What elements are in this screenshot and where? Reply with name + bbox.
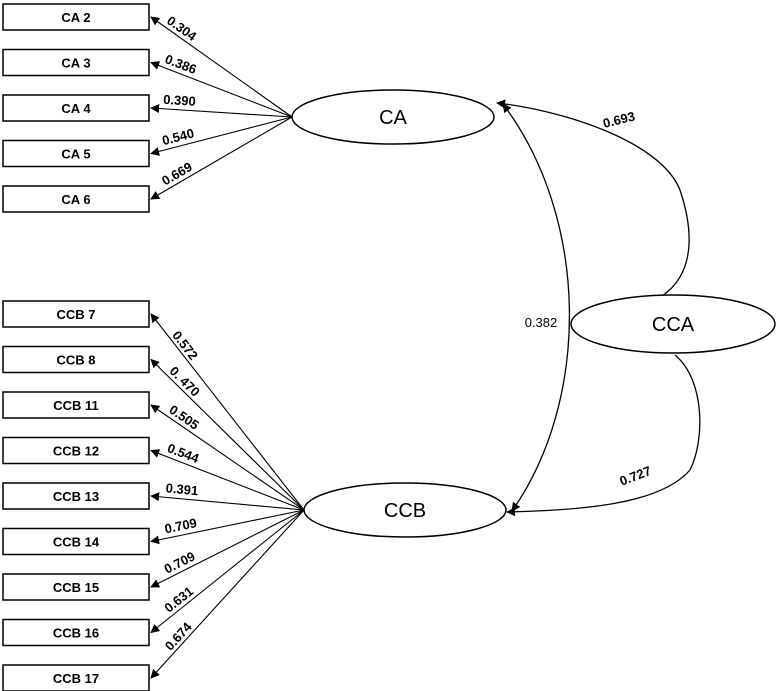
ccb-indicator-box [2,664,150,691]
ccb-indicator-box [2,618,150,647]
latent-ca-label: CA [379,107,407,129]
ccb-indicator-label: CCB 16 [53,626,99,641]
ca-indicator-label: CA 6 [61,192,90,207]
ccb-indicator-box [2,436,150,465]
ccb-indicator-box [2,391,150,419]
ca-indicator-box [2,48,150,77]
ca-indicator-box [2,94,150,122]
ca-loading-value: 0.540 [160,126,195,149]
ccb-loading-arrow [150,509,305,545]
path-coef-cca-ccb: 0.727 [618,463,654,489]
ccb-indicator-box [2,527,150,556]
ccb-loading-arrow [150,492,305,511]
ccb-loading-value: 0.544 [165,440,201,466]
corr-coef-ca-ccb: 0.382 [525,315,558,330]
ccb-indicator-label: CCB 14 [53,535,100,550]
ca-indicator-label: CA 3 [61,56,90,71]
ca-indicator: CA 3 0.386 [2,48,293,118]
ca-loading-arrow [150,104,293,118]
ccb-indicator-label: CCB 17 [53,671,99,686]
ccb-indicator-box [2,573,150,601]
ccb-loading-arrow [150,449,305,511]
latent-cca-ellipse [570,294,776,354]
ccb-indicator-label: CCB 7 [56,307,95,322]
path-cca-to-ca [496,99,690,297]
path-cca-to-ccb [506,354,701,517]
latent-ca-ellipse [291,89,495,145]
ccb-indicator-box [2,345,150,374]
ccb-indicator-box [2,300,150,328]
ccb-indicator: CCB 14 0.709 [2,509,305,556]
ccb-indicator: CCB 70.572 [2,300,305,511]
ca-loading-value: 0.386 [163,51,199,77]
latent-ccb-label: CCB [384,500,426,522]
ccb-indicator: CCB 160.631 [2,509,305,647]
ccb-indicator: CCB 15 0.709 [2,509,305,601]
ccb-loading-value: 0. 470 [167,363,203,399]
ca-indicator-label: CA 4 [61,101,91,116]
ccb-loading-arrow [150,404,305,511]
ccb-loading-arrow [150,509,305,588]
ccb-indicator-label: CCB 15 [53,580,99,595]
ccb-loading-arrow [150,313,305,511]
ccb-indicator: CCB 8 0. 470 [2,345,305,511]
ca-indicator: CA 4 0.390 [2,92,293,122]
ca-indicator-label: CA 2 [61,10,90,25]
latent-ca: CA [291,89,495,145]
ca-loading-arrow [150,116,293,200]
corr-ca-ccb [502,103,571,512]
ccb-loading-value: 0.391 [165,480,199,498]
latent-ccb-ellipse [303,482,507,538]
ca-indicator-box [2,3,150,31]
ccb-indicator-label: CCB 11 [53,398,99,413]
ccb-indicator: CCB 170.674 [2,509,305,691]
ca-loading-arrow [150,16,293,118]
ca-loading-arrow [150,116,293,156]
path-coef-cca-ca: 0.693 [601,108,636,130]
ca-loading-arrow [150,61,293,118]
ccb-loading-arrow [150,358,305,511]
ccb-indicator-label: CCB 13 [53,489,99,504]
latent-cca-label: CCA [652,314,695,336]
ca-indicator: CA 5 0.540 [2,116,293,168]
ca-indicator-box [2,185,150,213]
latent-cca: CCA [570,294,776,354]
ca-indicator-box [2,139,150,168]
ccb-loading-arrow [150,509,305,634]
latent-ccb: CCB [303,482,507,538]
ccb-loading-value: 0.709 [163,515,198,536]
ca-loading-value: 0.390 [163,92,196,109]
ccb-loading-arrow [150,509,305,679]
ccb-indicator-box [2,482,150,510]
ccb-indicator: CCB 13 0.391 [2,480,305,511]
ccb-indicator-label: CCB 12 [53,444,99,459]
ca-indicator-label: CA 5 [61,147,90,162]
ccb-indicator-label: CCB 8 [56,353,95,368]
